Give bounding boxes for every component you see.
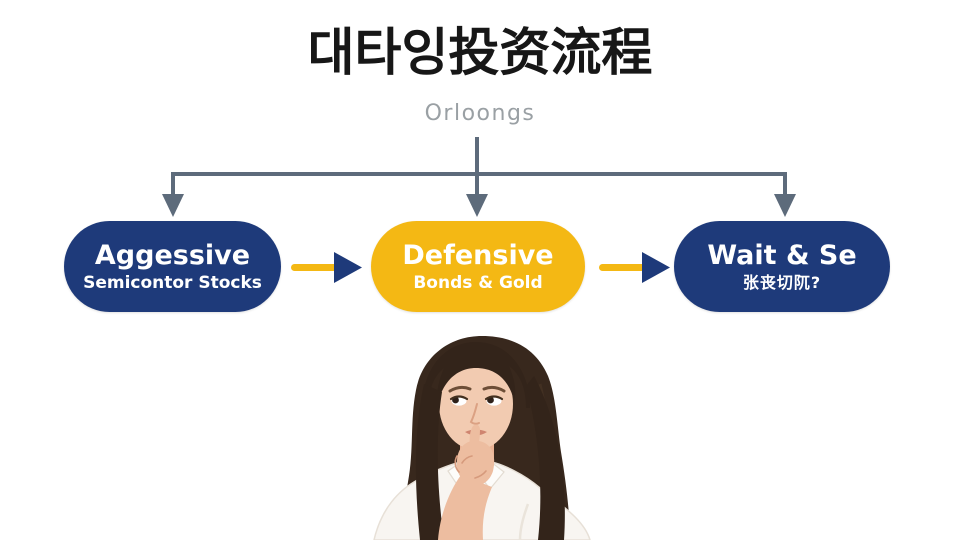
eyebrow-right <box>482 385 506 393</box>
arrowhead-down-right <box>774 194 796 217</box>
hand <box>456 440 495 486</box>
page-title: 대타잉投资流程 <box>307 24 653 83</box>
thinking-woman-illustration <box>373 336 591 540</box>
flow-arrow-right-1 <box>291 252 362 283</box>
flow-node-aggressive: Aggessive Semicontor Stocks <box>64 221 281 312</box>
node-sublabel: 张丧切阢? <box>742 273 822 293</box>
node-sublabel: Semicontor Stocks <box>83 272 262 293</box>
arm <box>438 475 492 540</box>
hair-front <box>422 342 530 408</box>
flow-node-defensive: Defensive Bonds & Gold <box>371 221 585 312</box>
node-label: Aggessive <box>94 239 251 271</box>
flow-node-wait-and-see: Wait & Se 张丧切阢? <box>674 221 890 312</box>
node-label: Defensive <box>402 239 554 271</box>
index-finger <box>469 424 480 451</box>
page-subtitle: Orloongs <box>424 101 536 126</box>
nose <box>469 403 480 425</box>
node-label: Wait & Se <box>707 240 857 272</box>
arrowhead-down-center <box>466 194 488 217</box>
flow-arrow-right-2 <box>599 252 670 283</box>
arrowhead-down-left <box>162 194 184 217</box>
eyebrow-left <box>448 385 472 393</box>
node-sublabel: Bonds & Gold <box>413 272 543 293</box>
